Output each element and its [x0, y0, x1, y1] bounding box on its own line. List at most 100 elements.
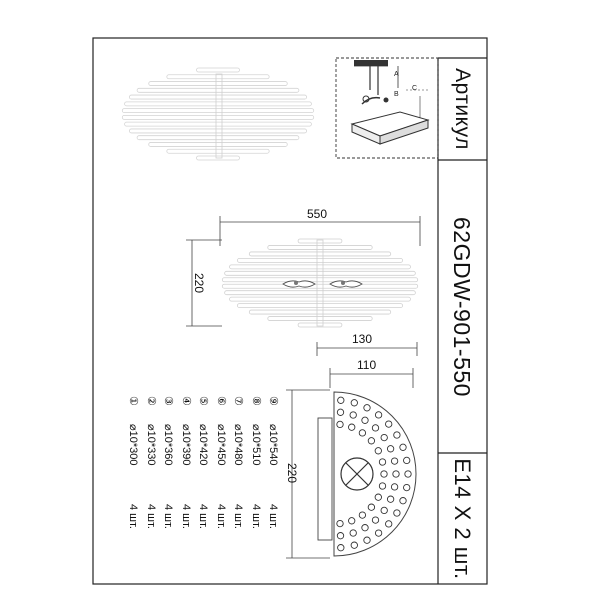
- rod-section: [348, 423, 356, 431]
- rod-section: [378, 482, 387, 490]
- rod-outline: [136, 135, 300, 141]
- rod-section: [374, 447, 382, 455]
- rod-number: ⑨: [267, 396, 279, 406]
- rod-section: [367, 503, 376, 511]
- rod-outline: [196, 155, 240, 161]
- rod-outline: [128, 128, 308, 134]
- rod-size: ⌀10*330: [144, 424, 157, 466]
- rod-outline: [166, 148, 270, 154]
- rod-section: [367, 437, 376, 445]
- rod-outline: [297, 238, 343, 244]
- article-label: Артикул: [451, 68, 474, 150]
- rod-number: ④: [179, 396, 192, 406]
- rod-section: [385, 420, 393, 428]
- rod-outline: [136, 87, 300, 93]
- rod-outline: [121, 108, 315, 114]
- rod-number: ②: [144, 396, 157, 406]
- rod-outline: [297, 322, 343, 328]
- rod-spec-row: ① ⌀10*300 4 шт.: [127, 396, 140, 529]
- rod-number: ⑤: [197, 396, 209, 406]
- rod-outline: [124, 101, 312, 107]
- article-number: 62GDW-901-550: [449, 217, 475, 397]
- rod-outline: [229, 264, 411, 270]
- rod-quantity: 4 шт.: [267, 504, 279, 529]
- rod-spec-row: ③ ⌀10*360 4 шт.: [162, 396, 175, 529]
- rod-number: ③: [162, 396, 174, 406]
- rod-section: [350, 541, 358, 549]
- rod-section: [349, 411, 357, 419]
- rod-section: [361, 524, 369, 532]
- rod-size: ⌀10*300: [127, 424, 139, 466]
- lamp-front-view-sockets: [282, 239, 363, 327]
- rod-quantity: 4 шт.: [127, 504, 139, 529]
- install-letter-a: A: [394, 71, 399, 78]
- rod-section: [385, 520, 393, 528]
- rod-outline: [248, 309, 392, 315]
- rod-size: ⌀10*480: [232, 424, 244, 466]
- rod-section: [371, 516, 380, 524]
- lamp-plan-view: [317, 391, 417, 557]
- rod-section: [363, 404, 371, 412]
- title-block: [437, 57, 487, 584]
- rod-section: [337, 396, 345, 404]
- rod-section: [399, 497, 407, 505]
- drawing-frame: [92, 37, 488, 585]
- rod-section: [348, 517, 356, 525]
- rod-section: [358, 511, 367, 519]
- rod-section: [336, 532, 345, 540]
- rod-section: [380, 470, 388, 478]
- rod-outline: [224, 290, 416, 296]
- lamp-spec: E14 X 2 шт.: [450, 458, 475, 580]
- rod-section: [363, 536, 371, 544]
- rod-spec-row: ②⌀10*3304 шт.: [145, 396, 158, 529]
- rod-spec-row: ④⌀10*3904 шт.: [180, 396, 193, 529]
- rod-size: ⌀10*540: [267, 424, 279, 466]
- rod-section: [386, 445, 395, 453]
- rod-outline: [224, 270, 416, 276]
- rod-section: [390, 457, 399, 465]
- lamp-top-view-mount: [215, 73, 223, 159]
- lamp-front-view: [221, 238, 419, 328]
- rod-quantity: 4 шт.: [197, 504, 209, 529]
- rod-section: [358, 429, 367, 437]
- rod-spec-row: ⑥ ⌀10*450 4 шт.: [215, 396, 228, 529]
- rod-section: [361, 416, 369, 424]
- rod-size: ⌀10*450: [214, 424, 227, 466]
- rod-number: ①: [127, 396, 139, 406]
- rod-number: ⑦: [232, 396, 244, 406]
- rod-section: [378, 458, 387, 466]
- rod-section: [390, 483, 399, 491]
- rod-quantity: 4 шт.: [214, 504, 227, 529]
- rod-section: [380, 506, 388, 515]
- rod-section: [380, 433, 388, 442]
- rod-outline: [248, 251, 392, 257]
- rod-outline: [237, 303, 403, 309]
- rod-size: ⌀10*420: [197, 424, 209, 466]
- rod-outline: [221, 283, 419, 289]
- rod-size: ⌀10*360: [162, 424, 174, 466]
- install-letter-c: C: [412, 85, 417, 92]
- rod-outline: [267, 245, 373, 250]
- rod-section: [399, 443, 407, 451]
- dimension-base: 110: [357, 358, 377, 372]
- rod-spec-row: ⑧⌀10*5104 шт.: [250, 396, 263, 529]
- rod-quantity: 4 шт.: [162, 504, 174, 529]
- rod-quantity: 4 шт.: [179, 504, 192, 529]
- dimension-depth: 130: [352, 332, 373, 346]
- rod-section: [371, 424, 380, 432]
- rod-number: ⑥: [214, 396, 227, 406]
- rod-quantity: 4 шт.: [232, 504, 244, 529]
- rod-section: [349, 529, 357, 537]
- rod-outline: [121, 114, 315, 120]
- rod-outline: [124, 121, 312, 127]
- rod-spec-row: ⑤ ⌀10*420 4 шт.: [197, 396, 210, 529]
- dimension-lines: [186, 216, 421, 559]
- rod-spec-row: ⑨ ⌀10*540 4 шт.: [267, 396, 280, 529]
- rod-quantity: 4 шт.: [249, 504, 262, 529]
- rod-section: [337, 544, 345, 552]
- rod-outline: [267, 316, 373, 321]
- rod-spec-row: ⑦ ⌀10*480 4 шт.: [232, 396, 245, 529]
- install-letter-b: B: [394, 91, 399, 98]
- rod-section: [374, 411, 383, 419]
